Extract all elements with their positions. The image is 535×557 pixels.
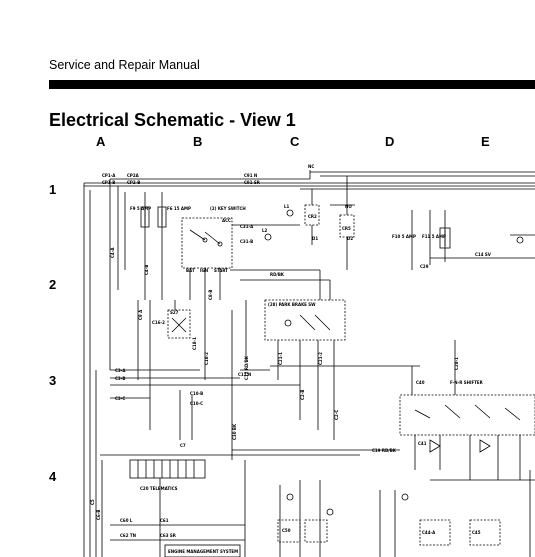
label-hc2: C18-2 bbox=[204, 352, 209, 365]
label-c10: C10-B bbox=[190, 391, 203, 396]
label-telematics: C20 TELEMATICS bbox=[140, 486, 178, 491]
schematic-vertical-labels: C4-A C4-B C8-B C9 A C21-1 C21-2 C2-B C2-… bbox=[90, 247, 459, 520]
label-c29: C29 bbox=[420, 264, 429, 269]
label-cp1b: CP1-B bbox=[102, 180, 115, 185]
relay-cr5 bbox=[330, 176, 355, 270]
label-c3b: C3-B bbox=[115, 376, 125, 381]
label-c4b: C4-B bbox=[144, 265, 149, 275]
label-hc1: C18-1 bbox=[192, 337, 197, 350]
label-c7: C7 bbox=[180, 443, 186, 448]
label-c22: C21-2 bbox=[318, 352, 323, 365]
bottom-section bbox=[110, 460, 535, 557]
manual-header: Service and Repair Manual bbox=[49, 58, 200, 72]
label-f11: F11 5 AMP bbox=[422, 234, 446, 239]
label-c6: C6-B bbox=[96, 510, 101, 520]
label-park-brake: (28) PARK BRAKE SW bbox=[268, 302, 316, 307]
row-label-4: 4 bbox=[49, 469, 57, 484]
label-f6: F6 15 AMP bbox=[167, 206, 191, 211]
label-rdbk: RD/BK bbox=[270, 272, 285, 277]
label-cr2: CR2 bbox=[308, 214, 317, 219]
label-cp2b: CP2-B bbox=[127, 180, 140, 185]
label-ign: IGN bbox=[200, 268, 208, 273]
column-label-a: A bbox=[96, 134, 106, 149]
label-shifter: F-N-R SHIFTER bbox=[450, 380, 483, 385]
label-cp1: CP1-A bbox=[102, 173, 116, 178]
label-c92: C91 SR bbox=[244, 180, 260, 185]
label-f10: F10 5 AMP bbox=[392, 234, 416, 239]
label-c45: C45 bbox=[472, 530, 481, 535]
column-label-e: E bbox=[481, 134, 490, 149]
label-c50: C50 bbox=[282, 528, 291, 533]
label-c32: C31-B bbox=[240, 239, 253, 244]
key-switch bbox=[181, 217, 300, 320]
label-c12: C12 N bbox=[238, 372, 251, 377]
right-fuses bbox=[411, 210, 535, 270]
row-label-1: 1 bbox=[49, 182, 57, 197]
label-ecu: ENGINE MANAGEMENT SYSTEM bbox=[168, 549, 238, 554]
label-c4a: C4-A bbox=[110, 247, 115, 258]
label-c62: C62 TN bbox=[120, 533, 136, 538]
column-label-d: D bbox=[385, 134, 395, 149]
label-c3a: C3-A bbox=[115, 368, 126, 373]
top-bus-lines bbox=[84, 170, 535, 190]
row-3-wiring bbox=[110, 365, 420, 440]
label-c9: C9 A bbox=[138, 309, 143, 320]
label-c5: C5 bbox=[90, 499, 95, 505]
left-vertical-feeds bbox=[83, 179, 126, 557]
fnr-shifter bbox=[399, 340, 535, 480]
label-s27: S27 bbox=[170, 310, 179, 315]
schematic-labels: CP1-A CP2A CP1-B CP2-B C91 N C91 SR NC N… bbox=[102, 164, 492, 554]
label-bat: BAT bbox=[186, 268, 195, 273]
page-title: Electrical Schematic - View 1 bbox=[49, 110, 296, 130]
column-label-c: C bbox=[290, 134, 300, 149]
label-c14: C14 SV bbox=[475, 252, 492, 257]
fuse-f9 bbox=[140, 192, 150, 300]
label-c8b: C8-B bbox=[208, 290, 213, 300]
label-c28: C28-1 bbox=[454, 357, 459, 370]
label-c41: C41 bbox=[418, 441, 427, 446]
label-c2b: C2-B bbox=[300, 390, 305, 400]
label-c61: C61 bbox=[160, 518, 169, 523]
label-c91: C91 N bbox=[244, 173, 257, 178]
label-c31: C31-A bbox=[240, 224, 254, 229]
label-c21: C21-1 bbox=[278, 352, 283, 365]
row-label-2: 2 bbox=[49, 277, 57, 292]
park-brake-switch bbox=[264, 299, 346, 440]
header-rule bbox=[49, 80, 535, 89]
label-cr5: CR5 bbox=[342, 226, 351, 231]
label-c63: C63 SR bbox=[160, 533, 176, 538]
label-f9: F9 5 AMP bbox=[130, 206, 151, 211]
label-no: NO bbox=[345, 204, 352, 209]
label-cp2: CP2A bbox=[127, 173, 140, 178]
row-label-3: 3 bbox=[49, 373, 57, 388]
label-nc: NC bbox=[308, 164, 314, 169]
label-start: START bbox=[214, 268, 228, 273]
label-c44: C44-A bbox=[422, 530, 436, 535]
label-l1: L1 bbox=[284, 204, 290, 209]
column-label-b: B bbox=[193, 134, 203, 149]
label-c30: C30 BK bbox=[232, 423, 237, 440]
relay-cr2 bbox=[264, 189, 320, 245]
label-l2: L2 bbox=[262, 228, 268, 233]
fuse-f6 bbox=[157, 192, 167, 300]
label-d2: D2 bbox=[347, 236, 353, 241]
label-c40: C40 bbox=[416, 380, 425, 385]
label-c19: C19 RD/BK bbox=[372, 448, 397, 453]
label-c3c: C3-C bbox=[115, 396, 125, 401]
label-c2c: C2-C bbox=[334, 410, 339, 420]
telematics-connector bbox=[100, 449, 400, 479]
label-c13: C12 RD/BK bbox=[244, 355, 249, 380]
label-c60: C60 L bbox=[120, 518, 133, 523]
relay-s27 bbox=[167, 309, 191, 339]
label-c16: C16-2 bbox=[152, 320, 165, 325]
label-c10b: C10-C bbox=[190, 401, 203, 406]
label-d1: D1 bbox=[312, 236, 318, 241]
label-key-switch: (2) KEY SWITCH bbox=[210, 206, 246, 211]
label-acc: ACC bbox=[222, 218, 231, 223]
